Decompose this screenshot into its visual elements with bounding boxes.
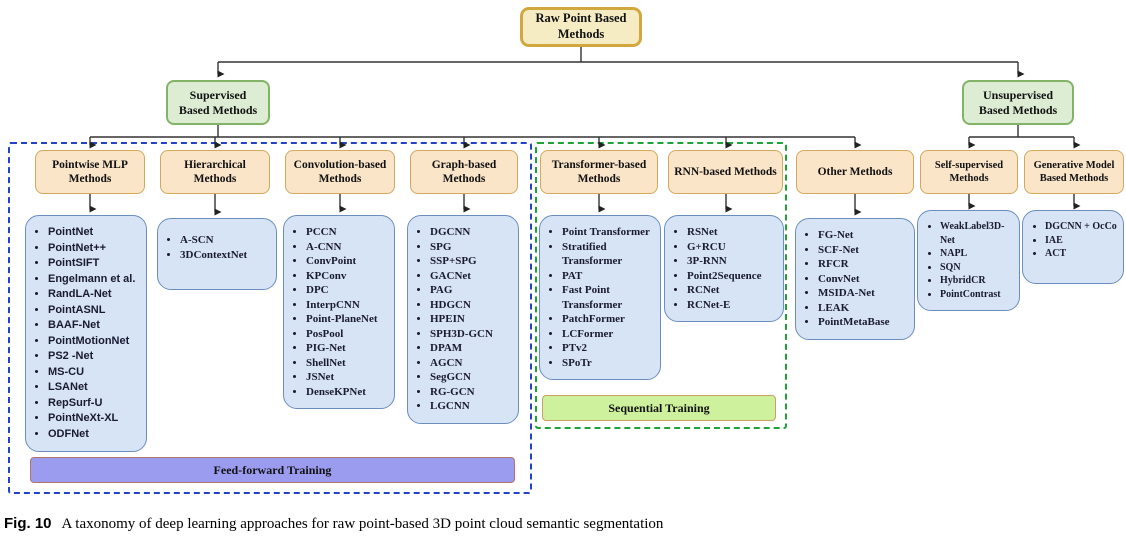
- method-item: RSNet: [687, 225, 779, 240]
- method-item: PCCN: [306, 225, 390, 240]
- method-item: PAT: [562, 269, 656, 284]
- category-pointwise-mlp: Pointwise MLP Methods: [35, 150, 145, 194]
- category-hierarchical: Hierarchical Methods: [160, 150, 270, 194]
- method-item: LEAK: [818, 301, 910, 316]
- method-item: Point Transformer: [562, 225, 656, 240]
- category-transformer: Transformer-based Methods: [540, 150, 658, 194]
- method-item: PTv2: [562, 341, 656, 356]
- method-item: Point2Sequence: [687, 269, 779, 284]
- method-item: PointSIFT: [48, 256, 142, 272]
- method-item: DGCNN: [430, 225, 514, 240]
- method-item: ACT: [1045, 247, 1119, 261]
- method-item: PointMetaBase: [818, 315, 910, 330]
- supervised-node: Supervised Based Methods: [166, 80, 270, 125]
- method-item: WeakLabel3D-Net: [940, 220, 1015, 247]
- figure-number: Fig. 10: [4, 515, 52, 532]
- feed-forward-training-label: Feed-forward Training: [30, 457, 515, 483]
- category-other: Other Methods: [796, 150, 914, 194]
- method-item: RG-GCN: [430, 385, 514, 400]
- method-item: PointMotionNet: [48, 334, 142, 350]
- method-item: DenseKPNet: [306, 385, 390, 400]
- sequential-region: [535, 142, 787, 429]
- list-hierarchical: A-SCN3DContextNet: [157, 218, 277, 290]
- method-item: Fast Point Transformer: [562, 283, 656, 312]
- category-self-supervised: Self-supervised Methods: [920, 150, 1018, 194]
- method-item: RepSurf-U: [48, 396, 142, 412]
- method-item: FG-Net: [818, 228, 910, 243]
- figure-caption-text: A taxonomy of deep learning approaches f…: [61, 516, 664, 532]
- method-item: RCNet: [687, 283, 779, 298]
- method-item: SSP+SPG: [430, 254, 514, 269]
- method-item: ConvNet: [818, 272, 910, 287]
- method-item: Point-PlaneNet: [306, 312, 390, 327]
- method-item: JSNet: [306, 370, 390, 385]
- method-item: GACNet: [430, 269, 514, 284]
- method-item: NAPL: [940, 247, 1015, 261]
- category-convolution: Convolution-based Methods: [285, 150, 395, 194]
- method-item: PosPool: [306, 327, 390, 342]
- method-item: KPConv: [306, 269, 390, 284]
- method-item: PS2 -Net: [48, 349, 142, 365]
- method-item: RCNet-E: [687, 298, 779, 313]
- list-rnn: RSNetG+RCU3P-RNNPoint2SequenceRCNetRCNet…: [664, 215, 784, 322]
- method-item: Engelmann et al.: [48, 272, 142, 288]
- method-item: PAG: [430, 283, 514, 298]
- method-item: RFCR: [818, 257, 910, 272]
- list-graph: DGCNNSPGSSP+SPGGACNetPAGHDGCNHPEINSPH3D-…: [407, 215, 519, 424]
- method-item: A-CNN: [306, 240, 390, 255]
- root-node: Raw Point Based Methods: [520, 7, 642, 47]
- method-item: SQN: [940, 261, 1015, 275]
- method-item: SCF-Net: [818, 243, 910, 258]
- method-item: HybridCR: [940, 274, 1015, 288]
- method-item: PointContrast: [940, 288, 1015, 302]
- list-self-supervised: WeakLabel3D-NetNAPLSQNHybridCRPointContr…: [917, 210, 1020, 311]
- method-item: PointNeXt-XL: [48, 411, 142, 427]
- method-item: PIG-Net: [306, 341, 390, 356]
- method-item: PatchFormer: [562, 312, 656, 327]
- method-item: MS-CU: [48, 365, 142, 381]
- method-item: Stratified Transformer: [562, 240, 656, 269]
- method-item: SPoTr: [562, 356, 656, 371]
- feed-forward-region: [8, 142, 532, 494]
- list-generative: DGCNN + OcCoIAEACT: [1022, 210, 1124, 284]
- method-item: DGCNN + OcCo: [1045, 220, 1119, 234]
- method-item: PointNet: [48, 225, 142, 241]
- method-item: HDGCN: [430, 298, 514, 313]
- category-graph: Graph-based Methods: [410, 150, 518, 194]
- figure-caption: Fig. 10 A taxonomy of deep learning appro…: [4, 515, 663, 533]
- method-item: RandLA-Net: [48, 287, 142, 303]
- method-item: PointNet++: [48, 241, 142, 257]
- method-item: SPG: [430, 240, 514, 255]
- method-item: PointASNL: [48, 303, 142, 319]
- method-item: MSIDA-Net: [818, 286, 910, 301]
- list-transformer: Point TransformerStratified TransformerP…: [539, 215, 661, 380]
- unsupervised-node: Unsupervised Based Methods: [962, 80, 1074, 125]
- method-item: DPAM: [430, 341, 514, 356]
- method-item: G+RCU: [687, 240, 779, 255]
- method-item: 3DContextNet: [180, 248, 272, 263]
- method-item: IAE: [1045, 234, 1119, 248]
- category-rnn: RNN-based Methods: [668, 150, 783, 194]
- method-item: SPH3D-GCN: [430, 327, 514, 342]
- list-pointwise-mlp: PointNetPointNet++PointSIFTEngelmann et …: [25, 215, 147, 452]
- method-item: AGCN: [430, 356, 514, 371]
- method-item: ShellNet: [306, 356, 390, 371]
- method-item: ODFNet: [48, 427, 142, 443]
- method-item: LGCNN: [430, 399, 514, 414]
- method-item: A-SCN: [180, 233, 272, 248]
- method-item: BAAF-Net: [48, 318, 142, 334]
- list-other: FG-NetSCF-NetRFCRConvNetMSIDA-NetLEAKPoi…: [795, 218, 915, 340]
- method-item: 3P-RNN: [687, 254, 779, 269]
- method-item: InterpCNN: [306, 298, 390, 313]
- list-convolution: PCCNA-CNNConvPointKPConvDPCInterpCNNPoin…: [283, 215, 395, 409]
- method-item: LCFormer: [562, 327, 656, 342]
- category-generative: Generative Model Based Methods: [1024, 150, 1124, 194]
- sequential-training-label: Sequential Training: [542, 395, 776, 421]
- method-item: DPC: [306, 283, 390, 298]
- method-item: LSANet: [48, 380, 142, 396]
- method-item: SegGCN: [430, 370, 514, 385]
- method-item: HPEIN: [430, 312, 514, 327]
- method-item: ConvPoint: [306, 254, 390, 269]
